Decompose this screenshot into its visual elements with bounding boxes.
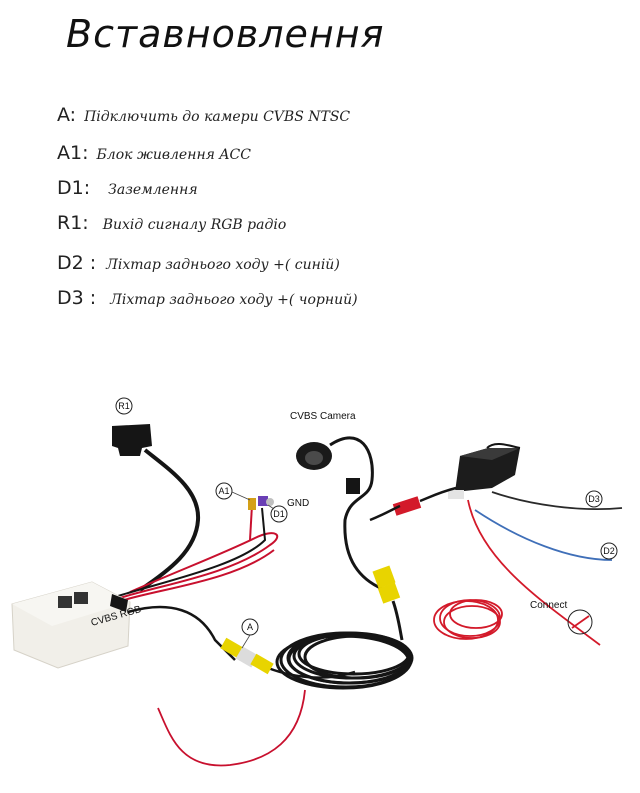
legend-text: Заземлення	[108, 182, 198, 198]
connect-label: Connect	[530, 600, 567, 611]
camera-rca-connector	[372, 565, 404, 641]
legend-key: R1:	[57, 212, 89, 234]
marker-r1-label: R1	[118, 401, 130, 411]
legend-text: Вихід сигналу RGB радіо	[102, 217, 287, 233]
marker-d2: D2	[600, 542, 618, 560]
legend-key: D1:	[57, 177, 91, 199]
legend-item-d3: D3 : Ліхтар заднього ходу +( чорний)	[57, 287, 358, 317]
r1-rgb-connector	[112, 424, 201, 592]
marker-r1: R1	[115, 397, 133, 415]
legend-item-d2: D2 : Ліхтар заднього ходу +( синій)	[57, 252, 340, 282]
marker-a-label: A	[247, 622, 253, 632]
marker-a1: A1	[215, 482, 233, 500]
page-title: Вставновлення	[66, 12, 385, 56]
black-gnd-wire	[117, 507, 267, 597]
red-loose-wire	[157, 689, 306, 767]
legend-item-a1: A1: Блок живлення ACC	[57, 142, 251, 172]
legend-item-d1: D1: Заземлення	[57, 177, 198, 207]
marker-d2-label: D2	[603, 546, 615, 556]
d2-blue-wire	[474, 509, 613, 561]
rca-video-cable	[127, 605, 356, 679]
marker-d3-label: D3	[588, 494, 600, 504]
leader-lines	[231, 491, 275, 649]
legend-text: Блок живлення ACC	[96, 147, 251, 163]
d3-black-wire	[491, 491, 623, 511]
marker-d3: D3	[585, 490, 603, 508]
legend-key: A:	[57, 104, 77, 126]
connect-point	[567, 609, 593, 635]
legend-text: Ліхтар заднього ходу +( чорний)	[110, 292, 358, 308]
cvbs-camera	[296, 436, 386, 592]
wiring-diagram: CVBS RGB	[11, 397, 623, 767]
marker-a: A	[241, 618, 259, 636]
legend-key: D2 :	[57, 252, 97, 274]
relay-red-connector	[369, 486, 457, 522]
legend-text: Ліхтар заднього ходу +( синій)	[106, 257, 340, 273]
legend-key: D3 :	[57, 287, 97, 309]
cvbs-rgb-converter-box: CVBS RGB	[11, 581, 143, 669]
legend-item-a: A: Підключить до камери CVBS NTSC	[57, 104, 350, 134]
camera-extension-cable-coil	[275, 631, 414, 690]
marker-a1-label: A1	[218, 486, 229, 496]
camera-label: CVBS Camera	[290, 411, 356, 422]
red-coiled-wire	[433, 499, 601, 646]
legend-key: A1:	[57, 142, 89, 164]
marker-d1-label: D1	[273, 509, 285, 519]
marker-d1: D1	[270, 505, 288, 523]
rca-connector-a	[220, 637, 274, 675]
a1-terminal	[248, 496, 274, 510]
legend-item-r1: R1: Вихід сигналу RGB радіо	[57, 212, 286, 242]
legend-text: Підключить до камери CVBS NTSC	[84, 109, 351, 125]
reverse-trigger-box	[448, 442, 521, 499]
red-acc-wire	[119, 504, 279, 601]
gnd-label: GND	[287, 498, 309, 509]
